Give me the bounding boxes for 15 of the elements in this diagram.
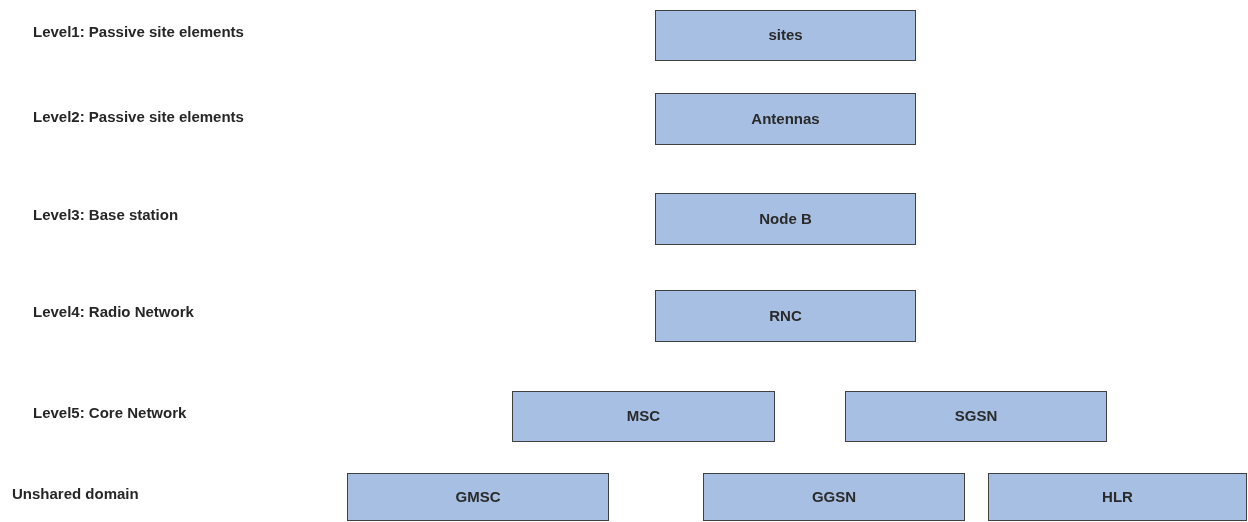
network-element-box: GMSC bbox=[347, 473, 609, 521]
network-element-box: RNC bbox=[655, 290, 916, 342]
network-element-box: Antennas bbox=[655, 93, 916, 145]
network-element-box: SGSN bbox=[845, 391, 1107, 442]
level-label: Unshared domain bbox=[12, 484, 139, 504]
level-label: Level2: Passive site elements bbox=[33, 107, 244, 127]
level-label: Level5: Core Network bbox=[33, 403, 187, 423]
network-element-box: GGSN bbox=[703, 473, 965, 521]
level-label: Level4: Radio Network bbox=[33, 302, 194, 322]
level-label: Level3: Base station bbox=[33, 205, 179, 225]
network-element-box: HLR bbox=[988, 473, 1247, 521]
network-element-box: MSC bbox=[512, 391, 775, 442]
network-element-box: Node B bbox=[655, 193, 916, 245]
level-label: Level1: Passive site elements bbox=[33, 22, 244, 42]
network-element-box: sites bbox=[655, 10, 916, 61]
